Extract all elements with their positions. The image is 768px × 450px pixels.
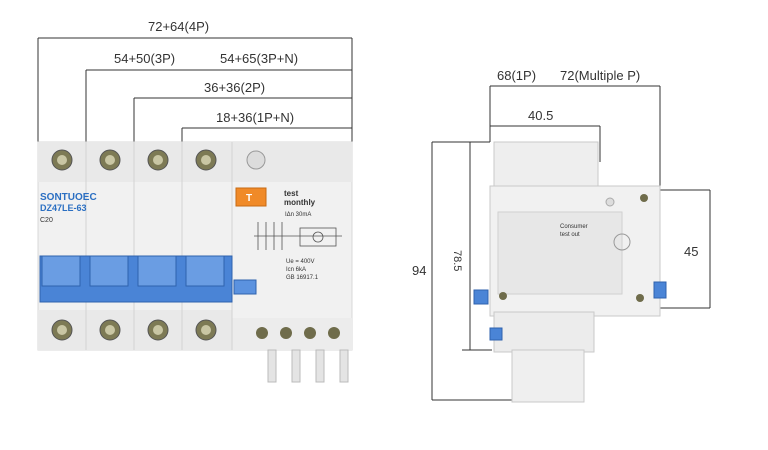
side-lower xyxy=(493,311,595,353)
rivet-icon xyxy=(499,292,507,300)
dim-height-rail: 45 xyxy=(684,244,698,259)
dim-height-body: 78.5 xyxy=(451,250,463,271)
dim-three-pole-n: 54+65(3P+N) xyxy=(220,51,298,66)
bottom-pins xyxy=(267,349,349,383)
rivet-icon xyxy=(636,294,644,302)
rating-label: C20 xyxy=(40,217,53,224)
hole-icon xyxy=(246,150,266,170)
handle-3 xyxy=(137,255,177,287)
front-dimension-lines xyxy=(37,37,353,142)
clip-right xyxy=(653,281,667,299)
dim-height-total: 94 xyxy=(412,263,426,278)
screw-icon xyxy=(105,155,115,165)
side-dimension-lines xyxy=(431,85,711,401)
dim-four-pole: 72+64(4P) xyxy=(148,19,209,34)
rotate-icon xyxy=(613,233,631,251)
dim-width-1p: 68(1P) xyxy=(497,68,536,83)
top-screws xyxy=(51,149,266,171)
clip-bottom xyxy=(489,327,503,341)
screw-icon xyxy=(256,327,268,339)
handle-2 xyxy=(89,255,129,287)
bottom-screws xyxy=(51,319,340,341)
handle-4 xyxy=(185,255,225,287)
breaker-side-view: Consumer test out xyxy=(473,141,667,403)
side-panel xyxy=(497,211,623,295)
test-text-2: monthly xyxy=(284,198,316,207)
top-terminal-band xyxy=(38,142,352,182)
dim-three-pole: 54+50(3P) xyxy=(114,51,175,66)
screw-icon xyxy=(105,325,115,335)
standard-label: GB 16917.1 xyxy=(286,275,319,281)
screw-icon xyxy=(57,325,67,335)
rivet-icon xyxy=(640,194,648,202)
sensitivity-label: IΔn 30mA xyxy=(285,212,311,218)
screw-icon xyxy=(153,155,163,165)
screw-icon xyxy=(201,325,211,335)
side-label-1: Consumer xyxy=(560,224,588,230)
circuit-diagram xyxy=(254,222,342,250)
voltage-label: Ue = 400V xyxy=(286,259,315,265)
test-text-1: test xyxy=(284,189,299,198)
clip-left xyxy=(473,289,489,305)
screw-icon xyxy=(304,327,316,339)
breaker-front-view: SONTUOEC DZ47LE-63 C20 T test monthly IΔ… xyxy=(37,141,353,383)
model-label: DZ47LE-63 xyxy=(40,203,87,213)
screw-icon xyxy=(280,327,292,339)
screw-icon xyxy=(328,327,340,339)
dim-two-pole: 36+36(2P) xyxy=(204,80,265,95)
test-button-label: T xyxy=(246,193,252,204)
screw-icon xyxy=(57,155,67,165)
dim-one-pole-n: 18+36(1P+N) xyxy=(216,110,294,125)
handle-bar xyxy=(39,255,257,303)
dim-width-multi: 72(Multiple P) xyxy=(560,68,640,83)
class-label: Icn 6kA xyxy=(286,267,306,273)
side-foot xyxy=(511,349,585,403)
hole-icon xyxy=(605,197,615,207)
screw-icon xyxy=(153,325,163,335)
rcd-handle xyxy=(233,279,257,295)
brand-label: SONTUOEC xyxy=(40,192,97,203)
side-top-step xyxy=(493,141,599,191)
screw-icon xyxy=(201,155,211,165)
handle-1 xyxy=(41,255,81,287)
test-button[interactable] xyxy=(235,187,267,207)
dim-depth: 40.5 xyxy=(528,108,553,123)
side-label-2: test out xyxy=(560,232,580,238)
